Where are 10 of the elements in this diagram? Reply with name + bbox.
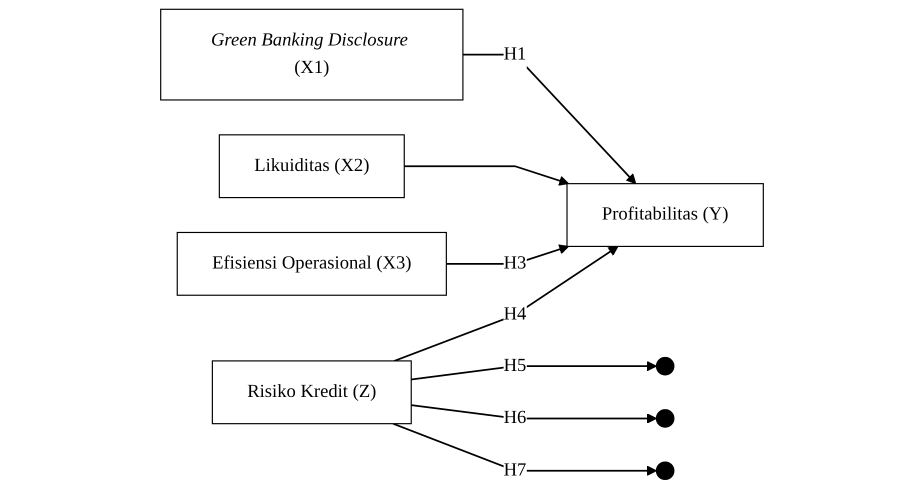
- variable-box: Risiko Kredit (Z): [212, 360, 412, 424]
- arrow: [411, 361, 657, 380]
- arrow: [394, 246, 618, 362]
- variable-box: Green Banking Disclosure (X1): [160, 8, 464, 101]
- arrow: [411, 404, 657, 424]
- arrow: [404, 165, 570, 186]
- arrow: [392, 422, 657, 476]
- variable-box: Efisiensi Operasional (X3): [176, 232, 447, 296]
- variable-box: Likuiditas (X2): [218, 134, 405, 198]
- variable-box: Profitabilitas (Y): [566, 183, 764, 247]
